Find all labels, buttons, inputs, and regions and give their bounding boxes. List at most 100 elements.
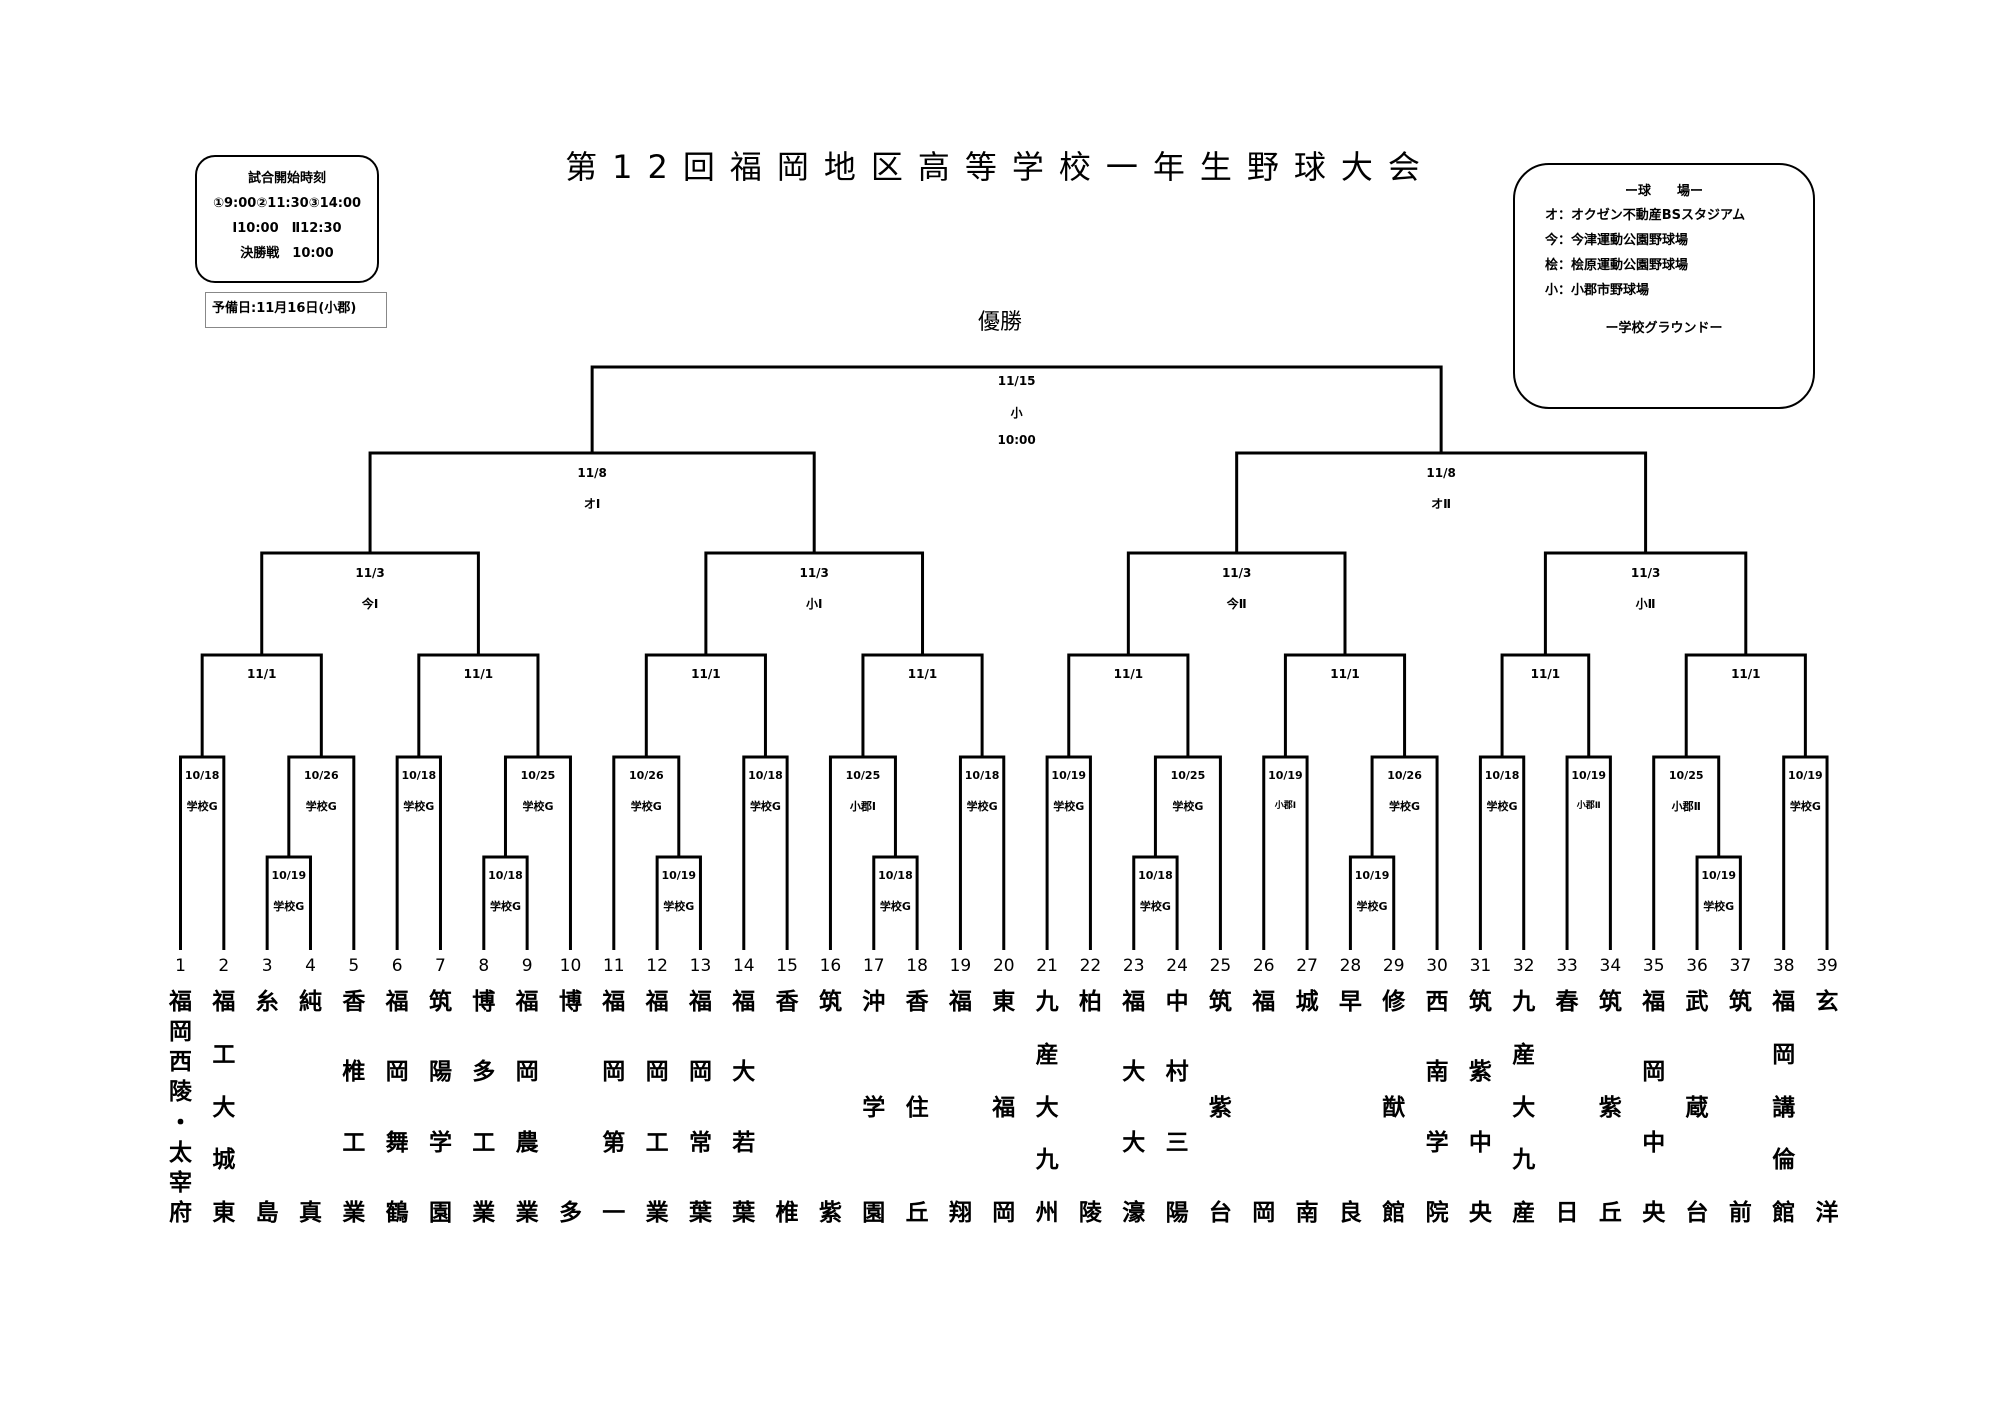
entry-number: 25	[1209, 956, 1232, 976]
round1-venue: 学校G	[663, 900, 695, 913]
round1-venue: 学校G	[1703, 900, 1735, 913]
round2-bracket	[1782, 755, 1829, 950]
entry-number: 17	[862, 956, 885, 976]
entry-number: 24	[1166, 956, 1188, 976]
entry-number: 33	[1556, 956, 1578, 976]
entry-number: 3	[261, 956, 273, 976]
round1-venue: 学校G	[273, 900, 305, 913]
round2-bracket	[1478, 755, 1526, 950]
final-bracket	[590, 365, 1443, 453]
round1-venue: 学校G	[1356, 900, 1388, 913]
entry-number: 16	[819, 956, 842, 976]
tournament-title: 第12回福岡地区高等学校一年生野球大会	[565, 148, 1435, 186]
entry-number: 12	[646, 956, 668, 976]
venue-legend-header: ー球 場ー	[1624, 184, 1703, 199]
entry-number: 22	[1079, 956, 1102, 976]
venue-item: 今：今津運動公園野球場	[1545, 233, 1689, 248]
round2-date: 10/19	[1268, 769, 1303, 782]
round16-date: 11/1	[1330, 667, 1360, 681]
round2-bracket	[742, 755, 789, 950]
round2-venue: 小郡Ⅰ	[1274, 801, 1297, 811]
entry-number: 36	[1686, 956, 1708, 976]
final-time: 10:00	[997, 433, 1036, 447]
round2-date: 10/25	[520, 769, 556, 782]
entry-number: 32	[1512, 956, 1535, 976]
entry-number: 21	[1036, 956, 1058, 976]
entry-number: 2	[218, 956, 230, 976]
round2-date: 10/25	[1170, 769, 1206, 782]
quarterfinal-venue: 小Ⅰ	[805, 597, 823, 611]
final-venue: 小	[1010, 406, 1023, 420]
final-date: 11/15	[997, 374, 1036, 388]
round1-date: 10/19	[1701, 869, 1737, 882]
reserve-day-box: 予備日:11月16日(小郡)	[205, 292, 387, 328]
round2-venue: 学校G	[1053, 800, 1085, 813]
round16-date: 11/1	[691, 667, 721, 681]
entry-number: 38	[1772, 956, 1795, 976]
entry-number: 19	[949, 956, 972, 976]
round2-bracket	[612, 755, 681, 950]
entry-number: 28	[1339, 956, 1362, 976]
entry-number: 18	[906, 956, 928, 976]
round2-venue: 学校G	[1486, 800, 1518, 813]
round2-venue: 学校G	[1789, 800, 1821, 813]
round16-date: 11/1	[907, 667, 938, 681]
semifinal-venue: オⅡ	[1431, 497, 1452, 511]
round16-date: 11/1	[1530, 667, 1561, 681]
venue-item: 桧：桧原運動公園野球場	[1545, 258, 1689, 273]
venue-item: オ：オクゼン不動産BSスタジアム	[1545, 208, 1746, 223]
round2-bracket	[1262, 755, 1309, 950]
round2-bracket	[503, 755, 572, 950]
round1-date: 10/18	[878, 869, 913, 882]
round2-venue: 学校G	[1172, 800, 1204, 813]
round2-venue: 学校G	[966, 800, 998, 813]
round1-date: 10/18	[1138, 869, 1173, 882]
round1-date: 10/19	[661, 869, 697, 882]
round1-date: 10/19	[271, 869, 307, 882]
round2-date: 10/18	[1484, 769, 1520, 782]
round2-venue: 学校G	[305, 800, 337, 813]
entry-number: 1	[175, 956, 186, 976]
round16-date: 11/1	[463, 667, 494, 681]
quarterfinal-venue: 小Ⅱ	[1635, 597, 1656, 611]
quarterfinal-date: 11/3	[355, 566, 385, 580]
entry-number: 27	[1296, 956, 1318, 976]
round2-date: 10/18	[748, 769, 783, 782]
quarterfinal-date: 11/3	[1221, 566, 1252, 580]
semifinal-date: 11/8	[1426, 466, 1456, 480]
round2-date: 10/18	[401, 769, 437, 782]
round2-bracket	[1565, 755, 1612, 950]
start-times-line: Ⅰ10:00 Ⅱ12:30	[232, 221, 342, 236]
round2-date: 10/19	[1571, 769, 1607, 782]
round2-venue: 小郡Ⅱ	[1671, 800, 1701, 813]
round2-date: 10/26	[303, 769, 339, 782]
entry-number: 29	[1382, 956, 1405, 976]
entry-number: 9	[521, 956, 533, 976]
round2-venue: 学校G	[403, 800, 435, 813]
quarterfinal-date: 11/3	[799, 566, 829, 580]
round2-venue: 学校G	[1389, 800, 1421, 813]
round2-date: 10/19	[1051, 769, 1087, 782]
entry-number: 5	[348, 956, 360, 976]
round16-date: 11/1	[1731, 667, 1761, 681]
round2-venue: 学校G	[749, 800, 781, 813]
entry-number: 26	[1252, 956, 1275, 976]
entry-number: 20	[992, 956, 1015, 976]
semifinal-venue: オⅠ	[583, 497, 601, 511]
round2-date: 10/26	[628, 769, 664, 782]
start-times-header: 試合開始時刻	[247, 171, 326, 186]
entry-number: 39	[1816, 956, 1838, 976]
round2-venue: 学校G	[522, 800, 554, 813]
venue-legend-footer: ー学校グラウンドー	[1605, 321, 1723, 336]
round2-bracket	[828, 755, 897, 950]
start-times-line: ①9:00②11:30③14:00	[212, 196, 362, 211]
entry-number: 35	[1642, 956, 1665, 976]
round2-bracket	[287, 755, 356, 950]
round1-venue: 学校G	[879, 900, 911, 913]
round2-date: 10/26	[1387, 769, 1422, 782]
round2-date: 10/19	[1788, 769, 1823, 782]
entry-number: 37	[1729, 956, 1752, 976]
entry-number: 34	[1599, 956, 1622, 976]
entry-number: 4	[305, 956, 316, 976]
